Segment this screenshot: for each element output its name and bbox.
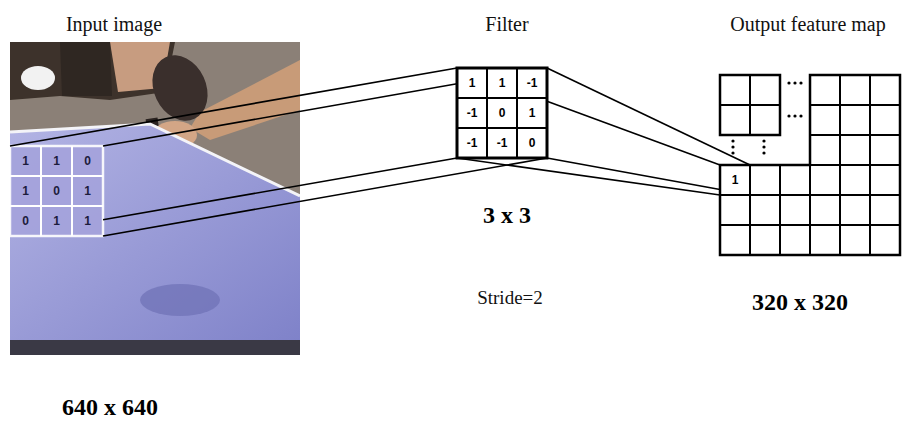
patch-cells (10, 146, 103, 236)
input-cell-value: 0 (53, 185, 60, 197)
filter-weight: -1 (467, 107, 478, 119)
filter-weight: 1 (499, 77, 506, 89)
output-cell-value: 1 (732, 174, 739, 186)
input-size: 640 x 640 (62, 395, 158, 419)
input-patch-grid (10, 146, 103, 236)
filter-weight: 0 (499, 107, 506, 119)
dot (787, 114, 790, 117)
input-cell-value: 1 (84, 215, 91, 227)
ball (21, 66, 55, 90)
table-front (10, 340, 300, 355)
table-surface (10, 124, 300, 342)
projection-line (457, 158, 720, 195)
input-cell-value: 1 (53, 155, 60, 167)
filter-weight: 1 (529, 107, 536, 119)
input-cell-value: 1 (84, 185, 91, 197)
dot (731, 145, 734, 148)
dot (799, 114, 802, 117)
panel-title: Filter (485, 14, 528, 34)
dot (799, 81, 802, 84)
panel-title: Output feature map (730, 14, 886, 34)
output-grid (720, 75, 900, 255)
input-photo (10, 42, 300, 355)
projection-line (103, 158, 457, 220)
filter-border (457, 68, 547, 158)
input-cell-value: 0 (84, 155, 91, 167)
filter-weight: -1 (497, 137, 508, 149)
dot (731, 151, 734, 154)
output-corner-grid (720, 75, 780, 135)
output-outline (720, 75, 900, 255)
filter-weight: -1 (527, 77, 538, 89)
filter-grid (457, 68, 547, 158)
player-shorts (60, 42, 112, 96)
filter-weight: 0 (529, 137, 536, 149)
dot (793, 114, 796, 117)
projection-lines (10, 68, 547, 236)
input-cell-value: 1 (53, 215, 60, 227)
projection-line (547, 101, 720, 165)
dot (731, 139, 734, 142)
output-corner-lines (720, 75, 780, 135)
table-edge (10, 124, 300, 196)
output-lines (720, 75, 900, 255)
filter-weight: -1 (467, 137, 478, 149)
output-size: 320 x 320 (752, 290, 848, 314)
paddle (142, 46, 218, 130)
dot (793, 81, 796, 84)
projection-line (103, 158, 547, 236)
filter-weight: 1 (469, 77, 476, 89)
filter-size: 3 x 3 (483, 203, 531, 227)
table-shadow (140, 284, 220, 316)
projection-lines (457, 68, 750, 195)
projection-line (10, 68, 457, 146)
input-cell-value: 1 (22, 155, 29, 167)
patch-lines (10, 146, 103, 236)
dot (762, 151, 765, 154)
input-cell-value: 0 (22, 215, 29, 227)
panel-title: Input image (66, 14, 162, 34)
projection-line (103, 84, 457, 146)
dot (762, 139, 765, 142)
stride-note: Stride=2 (477, 288, 543, 307)
input-cell-value: 1 (22, 185, 29, 197)
dot (762, 145, 765, 148)
dot (787, 81, 790, 84)
filter-lines (457, 68, 547, 158)
photo-background (10, 42, 300, 355)
player-legs (10, 42, 175, 100)
ellipsis-dots (731, 81, 802, 154)
